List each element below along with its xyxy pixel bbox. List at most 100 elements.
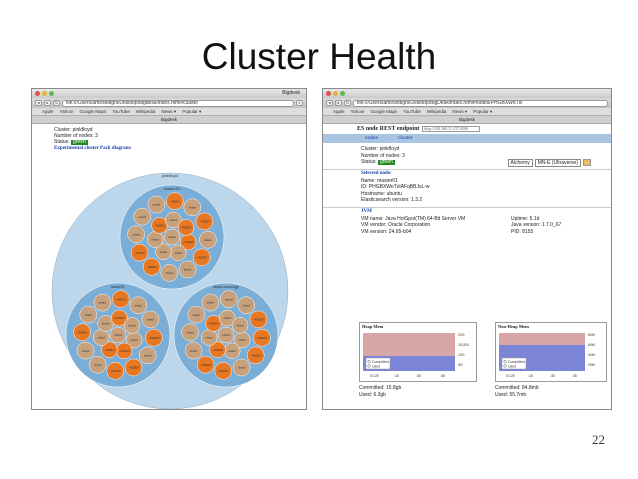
status-badge: green [70,139,88,145]
slide-title: Cluster Health [201,36,437,77]
index-shard-circle[interactable] [101,341,118,358]
shard-circle[interactable] [219,309,236,327]
index-shard-circle[interactable] [209,341,226,358]
shard-circle[interactable] [232,358,251,377]
forward-button[interactable]: ▸ [335,100,342,106]
bookmark-item[interactable]: Google Maps [370,109,398,114]
bookmark-item[interactable]: Popular ▾ [182,109,202,114]
reload-button[interactable]: ↻ [53,100,60,106]
zoom-window-icon[interactable] [49,91,54,96]
zoom-window-icon[interactable] [340,91,345,96]
index-shard-circle[interactable] [111,309,128,327]
address-bar[interactable]: file:///Users/amirsedighi/Desktop/BigDes… [353,99,608,107]
bookmark-item[interactable]: Google Maps [79,109,107,114]
bookmark-item[interactable]: Yahoo! [350,109,365,114]
node-avatar-icon[interactable] [583,159,591,166]
index-shard-circle[interactable] [165,192,184,210]
bookmark-item[interactable]: News ▾ [161,109,177,114]
status-badge: green [377,159,395,165]
bookmark-item[interactable]: Apple [42,109,54,114]
bookmark-item[interactable]: News ▾ [452,109,468,114]
minimize-window-icon[interactable] [333,91,338,96]
node-name: Name: master01 [361,177,398,184]
tab-bigdesk[interactable]: Bigdesk [323,116,611,124]
jvm-uptime: Uptime: 5.1d [511,215,540,222]
shard-circle[interactable] [199,230,217,249]
y-tick-label: 15,000 [458,343,469,347]
index-shard-circle[interactable] [192,248,211,267]
legend-used-label: Used [508,365,516,369]
index-shard-circle[interactable] [246,346,265,365]
shard-circle[interactable] [201,293,220,312]
bookmark-item[interactable]: Wikipedia [135,109,156,114]
shard-circle[interactable] [187,305,206,324]
shard-circle[interactable] [141,310,160,329]
status-label: Status: [361,159,377,165]
close-window-icon[interactable] [35,91,40,96]
shard-circle[interactable] [123,317,141,334]
shard-circle[interactable] [184,341,203,360]
index-shard-circle[interactable] [130,243,149,262]
shard-label: shard [207,301,215,305]
shard-label: shard [130,338,138,342]
shard-circle[interactable] [76,341,95,360]
node-select-alchemy[interactable]: Alchemy [507,159,533,167]
shard-circle[interactable] [109,326,127,344]
nav-cluster[interactable]: cluster [397,135,413,141]
index-shard-circle[interactable] [214,362,233,380]
index-shard-circle[interactable] [111,290,130,308]
bookmark-item[interactable]: Wikipedia [426,109,447,114]
shard-circle[interactable] [181,323,199,342]
shard-circle[interactable] [217,326,235,344]
y-tick-label: 5G [458,363,463,367]
close-window-icon[interactable] [326,91,331,96]
index-shard-circle[interactable] [145,328,163,347]
index-shard-circle[interactable] [73,323,91,342]
index-shard-circle[interactable] [196,355,215,374]
shard-circle[interactable] [183,198,202,217]
shard-circle[interactable] [127,225,145,244]
index-shard-circle[interactable] [106,362,125,380]
shard-circle[interactable] [178,260,197,279]
index-shard-circle[interactable] [253,328,271,347]
shard-circle[interactable] [231,317,249,334]
bookmark-item[interactable]: Yahoo! [59,109,74,114]
node-select-mn-e[interactable]: MN-E (Ultraverse) [534,159,581,167]
cluster-pack-diagram[interactable]: pinkfloydmaster01shard~INDEXshardshardsh… [32,169,307,410]
reload-button[interactable]: ↻ [344,100,351,106]
shard-circle[interactable] [155,243,172,260]
shard-circle[interactable] [79,305,98,324]
index-shard-circle[interactable] [249,310,268,329]
index-shard-circle[interactable] [177,219,195,236]
shard-circle[interactable] [88,355,107,374]
back-button[interactable]: ◂ [326,100,333,106]
bookmark-item[interactable]: YouTube [403,109,421,114]
endpoint-input[interactable]: http://192.168.11.157:9200 [422,126,481,132]
shard-circle[interactable] [219,290,238,308]
shard-circle[interactable] [133,207,152,226]
shard-circle[interactable] [138,346,157,365]
heap-mem-chart: Heap Mem Committed Used 20G 15,000 10G 5… [359,322,477,382]
bookmark-item[interactable]: YouTube [112,109,130,114]
index-shard-circle[interactable] [142,257,161,276]
shard-circle[interactable] [165,211,182,229]
shard-circle[interactable] [129,296,148,315]
nav-nodes[interactable]: nodes [365,135,378,141]
address-bar[interactable]: file:///Users/amirsedighi/Desktop/bigdes… [62,99,294,107]
bookmark-item[interactable]: Popular ▾ [473,109,493,114]
index-shard-circle[interactable] [124,358,143,377]
shard-circle[interactable] [93,293,112,312]
back-button[interactable]: ◂ [35,100,42,106]
bookmark-item[interactable]: Apple [333,109,345,114]
shard-circle[interactable] [147,195,166,214]
search-icon[interactable]: ⌕ [296,100,303,106]
shard-label: ~INDEX [218,369,229,373]
bookmarks-bar: Apple Yahoo! Google Maps YouTube Wikiped… [323,108,611,116]
index-shard-circle[interactable] [195,212,214,231]
shard-circle[interactable] [160,264,179,282]
shard-circle[interactable] [163,228,181,246]
shard-circle[interactable] [237,296,256,315]
minimize-window-icon[interactable] [42,91,47,96]
forward-button[interactable]: ▸ [44,100,51,106]
tab-bigdesk[interactable]: Bigdesk [32,116,306,124]
